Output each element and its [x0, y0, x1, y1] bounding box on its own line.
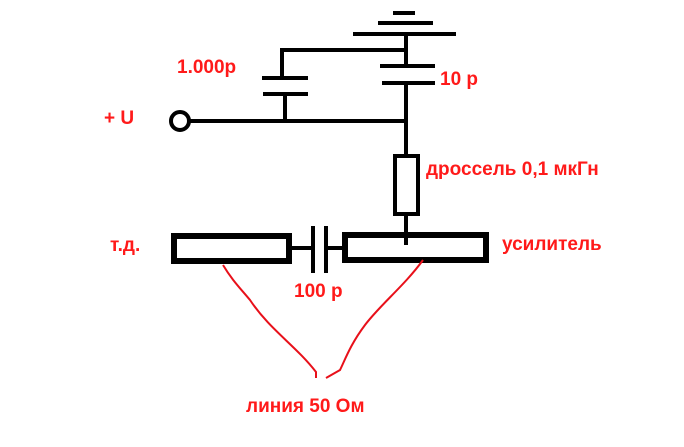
- label-cap-10p: 10 р: [440, 69, 478, 90]
- label-cap-1000p: 1.000р: [177, 57, 236, 78]
- label-td: т.д.: [110, 235, 140, 256]
- label-choke: дроссель 0,1 мкГн: [426, 159, 599, 180]
- supply-terminal: [169, 110, 191, 132]
- capacitor-10p: [380, 64, 435, 85]
- label-coupling-cap: 100 р: [294, 281, 343, 302]
- label-supply: + U: [104, 108, 134, 129]
- label-line-50-ohm: линия 50 Ом: [246, 396, 365, 417]
- ground-symbol: [353, 11, 456, 36]
- amplifier-block: [342, 232, 489, 263]
- line-50-ohm-traces: [222, 259, 424, 379]
- capacitor-100p: [311, 226, 328, 273]
- td-block: [171, 233, 292, 264]
- label-amplifier: усилитель: [502, 234, 602, 255]
- choke-resistor: [393, 154, 420, 216]
- wire-top-branch: [280, 48, 406, 78]
- line-trace-right: [325, 259, 424, 379]
- capacitor-1000p: [262, 76, 308, 96]
- line-trace-left: [222, 264, 317, 378]
